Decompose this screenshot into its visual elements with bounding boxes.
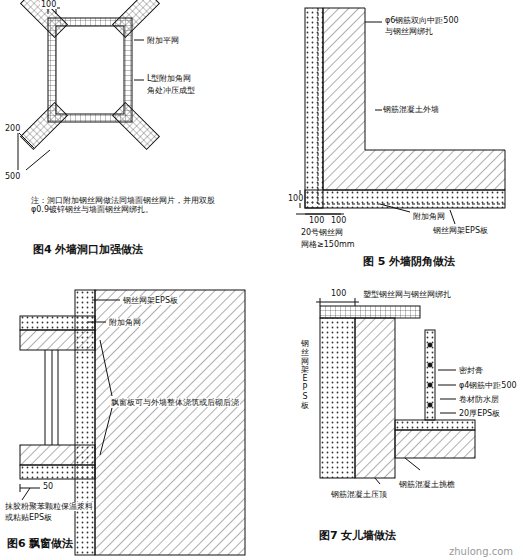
part-label: 钢丝网架EPS板: [300, 340, 310, 410]
part-label: 钢筋混凝土压顶: [330, 490, 388, 499]
dimension: 100: [308, 216, 325, 225]
part-label: 附加角网: [108, 318, 142, 327]
dimension: 200: [4, 124, 21, 133]
part-label: 角处冲压成型: [146, 86, 196, 95]
figure-5: [296, 8, 505, 224]
part-label: 密封膏: [458, 366, 484, 375]
part-label: 20号钢丝网: [300, 228, 344, 237]
part-label: 或粘贴EPS板: [4, 513, 53, 522]
part-label: φ6钢筋双向中距500: [384, 16, 460, 25]
part-label: 卷材防水层: [458, 395, 500, 404]
figure-caption: 图 5 外墙阴角做法: [362, 256, 456, 269]
part-label: 钢筋混凝土外墙: [382, 105, 440, 114]
part-label: φ4钢筋中距500: [458, 381, 518, 390]
figure-caption: 图6 飘窗做法: [6, 538, 74, 551]
figure-7: [316, 298, 475, 484]
dimension: 100: [287, 194, 304, 203]
figure-4: [18, 0, 159, 170]
part-label: 钢丝网架EPS板: [432, 226, 489, 235]
part-label: 与钢丝网绑扎: [384, 27, 434, 36]
part-label: 附加平网: [146, 36, 180, 45]
watermark: zhulong.com: [448, 546, 514, 558]
part-label: 钢丝网架EPS板: [122, 296, 179, 305]
part-label: 钢筋混凝土挑檐: [398, 480, 456, 489]
dimension: 100: [330, 289, 347, 298]
note-text: 注：洞口附加钢丝网做法同墙面钢丝网片，并用双股φ0.9镀锌钢丝与墙面钢丝网绑扎。: [30, 196, 232, 214]
part-label: L型附加角网: [146, 74, 192, 83]
part-label: 塑型钢丝网与钢丝网绑扎: [362, 290, 452, 299]
part-label: 飘窗板可与外墙整体浇筑或后砌后浇: [110, 398, 240, 407]
figure-caption: 图7 女儿墙做法: [318, 530, 397, 543]
figure-6: [20, 290, 245, 555]
part-label: 抹胶粉聚苯颗粒保温浆料: [4, 502, 94, 511]
part-label: 20厚EPS板: [458, 409, 501, 418]
part-label: 网格≥150mm: [300, 240, 356, 249]
figure-caption: 图4 外墙洞口加强做法: [32, 244, 144, 257]
dimension: 50: [42, 482, 54, 491]
dimension: 100: [330, 216, 347, 225]
dimension: 100: [40, 0, 57, 9]
dimension: 500: [4, 172, 21, 181]
part-label: 附加角网: [412, 212, 446, 221]
